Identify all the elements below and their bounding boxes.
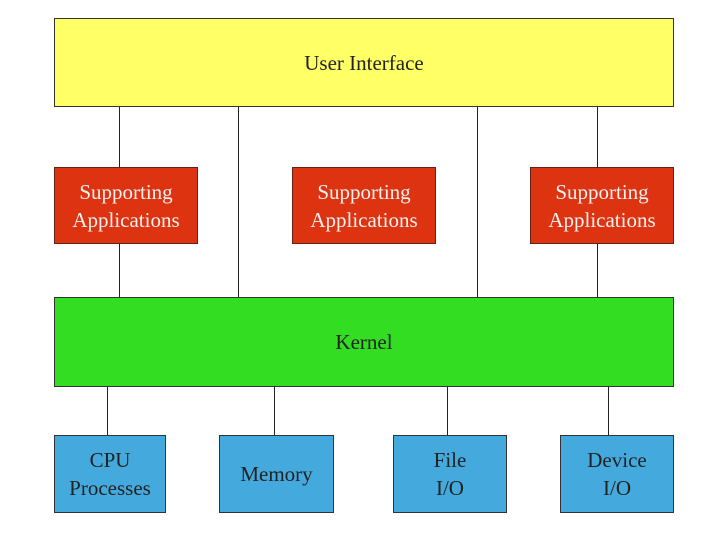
connector-ui-kernel-right [477,106,478,298]
connector-kernel-memory [274,386,275,436]
connector-ui-app-left [119,106,120,168]
supporting-applications-box-center: Supporting Applications [292,167,436,244]
kernel-box: Kernel [54,297,674,387]
connector-app-left-kernel [119,243,120,298]
connector-kernel-file-io [447,386,448,436]
connector-kernel-device-io [608,386,609,436]
connector-app-right-kernel [597,243,598,298]
cpu-processes-box: CPU Processes [54,435,166,513]
connector-ui-app-right [597,106,598,168]
supporting-applications-box-right: Supporting Applications [530,167,674,244]
memory-box: Memory [219,435,334,513]
supporting-applications-box-left: Supporting Applications [54,167,198,244]
file-io-box: File I/O [393,435,507,513]
connector-kernel-cpu [107,386,108,436]
device-io-box: Device I/O [560,435,674,513]
connector-ui-kernel-left [238,106,239,298]
user-interface-box: User Interface [54,18,674,107]
